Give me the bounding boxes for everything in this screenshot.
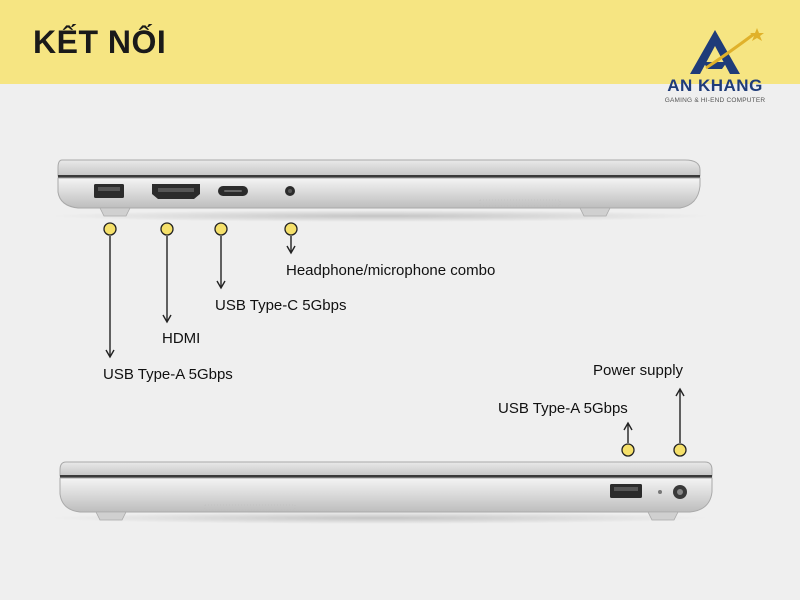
label-audio-combo: Headphone/microphone combo bbox=[286, 262, 496, 279]
callout-markers bbox=[103, 222, 687, 457]
laptop-left-side bbox=[50, 159, 710, 222]
label-hdmi: HDMI bbox=[162, 330, 201, 347]
marker-hdmi bbox=[160, 222, 174, 236]
brand-logo: AN KHANG GAMING & HI-END COMPUTER bbox=[660, 24, 770, 108]
laptop-right-side bbox=[50, 461, 713, 524]
marker-usb-c bbox=[214, 222, 228, 236]
logo-tagline: GAMING & HI-END COMPUTER bbox=[664, 97, 766, 104]
label-usb-a-left: USB Type-A 5Gbps bbox=[103, 366, 233, 383]
logo-mark-icon bbox=[690, 28, 764, 74]
label-power-supply: Power supply bbox=[593, 362, 684, 379]
label-usb-c: USB Type-C 5Gbps bbox=[215, 297, 347, 314]
logo-name: AN KHANG bbox=[667, 76, 763, 95]
marker-audio bbox=[284, 222, 298, 236]
header-banner bbox=[0, 0, 800, 84]
callout-arrows bbox=[105, 236, 685, 443]
marker-usb-a bbox=[103, 222, 117, 236]
page-title: KẾT NỐI bbox=[33, 24, 167, 60]
marker-usb-a-right bbox=[621, 443, 635, 457]
label-usb-a-right: USB Type-A 5Gbps bbox=[498, 400, 628, 417]
marker-power bbox=[673, 443, 687, 457]
